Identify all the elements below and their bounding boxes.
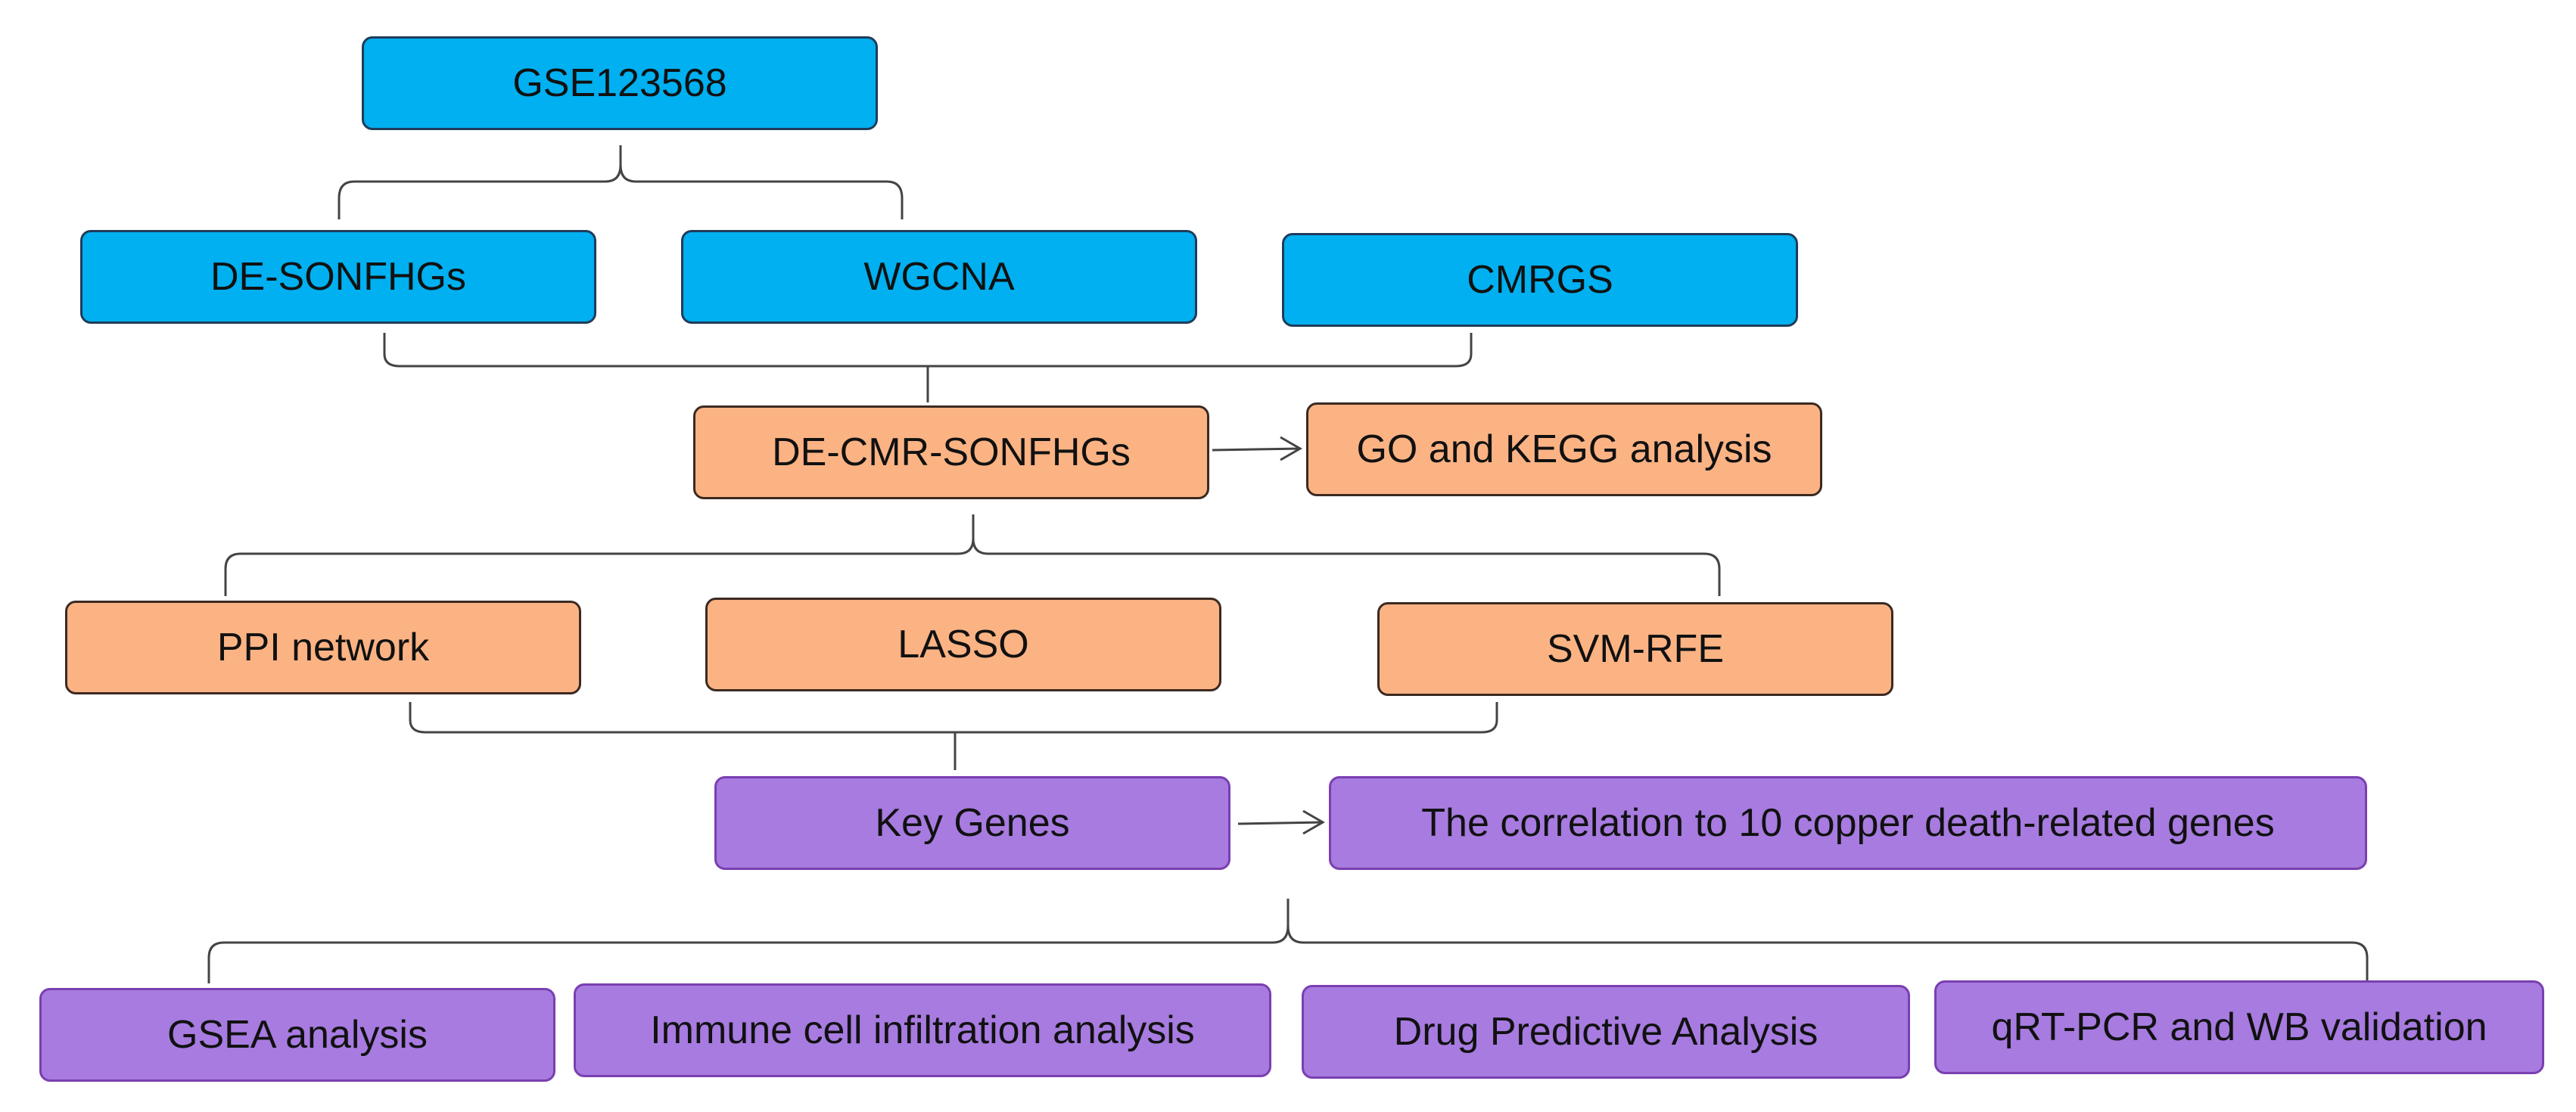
node-key-genes: Key Genes <box>714 776 1230 870</box>
node-correlation: The correlation to 10 copper death-relat… <box>1329 776 2367 870</box>
node-gsea: GSEA analysis <box>39 988 555 1082</box>
bracket-merge-1 <box>383 333 1473 402</box>
node-immune: Immune cell infiltration analysis <box>574 983 1271 1077</box>
bracket-merge-2 <box>409 702 1498 770</box>
arrow-to-correlation <box>1237 809 1326 835</box>
node-ppi-network: PPI network <box>65 601 581 694</box>
node-drug: Drug Predictive Analysis <box>1302 985 1910 1079</box>
bracket-split-2 <box>224 514 1721 596</box>
node-wgcna: WGCNA <box>681 230 1197 324</box>
node-qrt-pcr: qRT-PCR and WB validation <box>1934 980 2544 1074</box>
bracket-gse-split <box>338 145 904 219</box>
node-lasso: LASSO <box>705 598 1221 691</box>
node-de-sonfhgs: DE-SONFHGs <box>80 230 596 324</box>
node-go-kegg: GO and KEGG analysis <box>1306 402 1822 496</box>
node-cmrgs: CMRGS <box>1282 233 1798 327</box>
node-de-cmr-sonfhgs: DE-CMR-SONFHGs <box>693 405 1209 499</box>
arrow-to-go-kegg <box>1212 436 1303 461</box>
node-gse: GSE123568 <box>362 36 878 130</box>
node-svm-rfe: SVM-RFE <box>1377 602 1893 696</box>
bracket-split-3 <box>207 899 2369 983</box>
